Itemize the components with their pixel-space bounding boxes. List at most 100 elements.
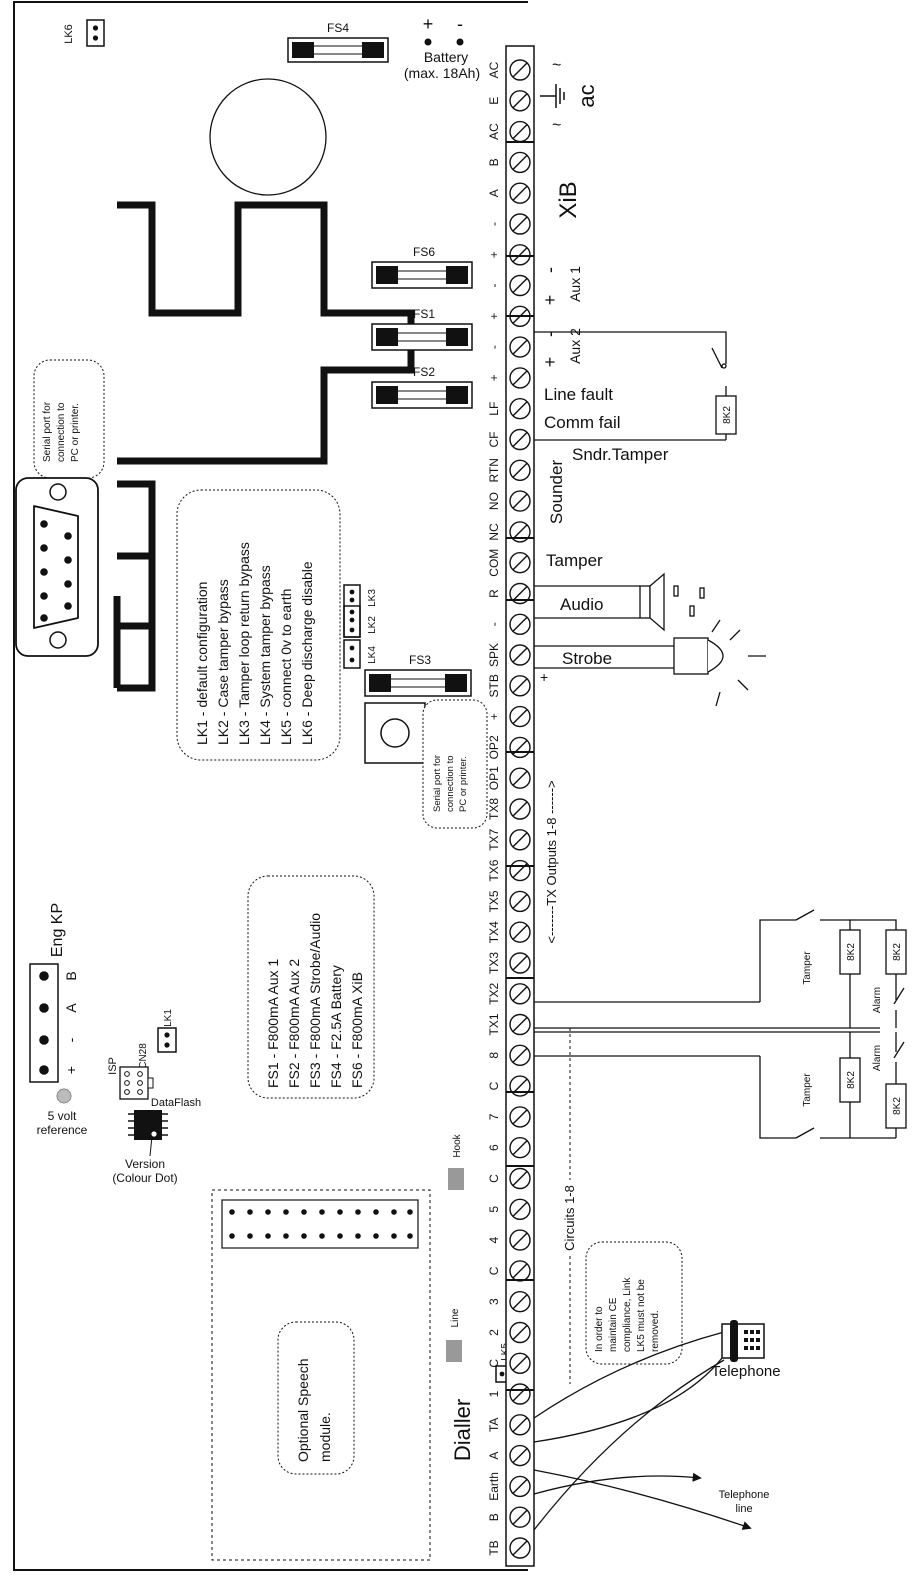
aux2-minus: - bbox=[540, 331, 560, 337]
fs-legend-2: FS2 - F800mA Aux 2 bbox=[286, 959, 302, 1088]
terminal-screw-icon bbox=[509, 1106, 531, 1128]
eng-kp-pin-b: B bbox=[63, 971, 79, 980]
line-label: Line bbox=[450, 1308, 461, 1327]
speech-module: Optional Speech module. bbox=[211, 1189, 431, 1561]
terminal-label: 4 bbox=[487, 1236, 501, 1243]
eng-kp-pin-minus: - bbox=[63, 1037, 79, 1042]
terminal-screw-icon bbox=[509, 921, 531, 943]
reference-label-1: 5 volt bbox=[48, 1109, 77, 1123]
terminal-screw-icon bbox=[509, 767, 531, 789]
lk3-label: LK3 bbox=[367, 589, 378, 607]
terminal-screw-icon bbox=[509, 1537, 531, 1559]
ce-note-line1: In order to bbox=[594, 1306, 605, 1352]
serial-note-mid-line3: PC or printer. bbox=[458, 756, 469, 812]
aux2-plus: + bbox=[540, 357, 560, 368]
ac-tilde-bottom: ~ bbox=[552, 117, 561, 134]
comm-fail-label: Comm fail bbox=[544, 413, 621, 432]
version-label: Version bbox=[125, 1157, 165, 1171]
telephone-wiring bbox=[533, 1331, 752, 1531]
zone-resistor-1-label: 8K2 bbox=[846, 943, 857, 961]
xib-label: XiB bbox=[555, 181, 582, 218]
fs-legend-4: FS4 - F2.5A Battery bbox=[328, 965, 344, 1088]
zone-alarm-label-2: Alarm bbox=[872, 1045, 883, 1071]
terminal-label: + bbox=[487, 713, 501, 720]
terminal-label: TX4 bbox=[487, 921, 501, 943]
fuse-fs6: FS6 bbox=[371, 245, 473, 289]
fuse-fs3: FS3 bbox=[364, 653, 472, 697]
aux1-minus: - bbox=[540, 267, 560, 273]
transformer-winding-lower bbox=[113, 480, 156, 692]
terminal-screw-icon bbox=[509, 182, 531, 204]
strobe-label: Strobe bbox=[562, 649, 612, 668]
sounder-tamper-resistor-label: 8K2 bbox=[722, 406, 733, 424]
terminal-screw-icon bbox=[509, 675, 531, 697]
ce-note-line4: LK5 must not be bbox=[636, 1279, 647, 1352]
hook-indicator: Hook bbox=[448, 1133, 464, 1190]
fuse-fs2: FS2 bbox=[371, 365, 473, 409]
lk-legend-2: LK2 - Case tamper bypass bbox=[215, 579, 231, 745]
terminal-screw-icon bbox=[509, 490, 531, 512]
aux1-label: Aux 1 bbox=[567, 266, 583, 302]
terminal-screw-icon bbox=[509, 59, 531, 81]
terminal-label: SPK bbox=[487, 643, 501, 667]
zone-tamper-label-2: Tamper bbox=[802, 1073, 813, 1107]
dataflash-chip: DataFlash Version (Colour Dot) bbox=[112, 1097, 201, 1185]
zone-wiring bbox=[534, 909, 907, 1139]
line-indicator: Line bbox=[446, 1308, 462, 1362]
terminal-screw-icon bbox=[509, 1198, 531, 1221]
lk1-label: LK1 bbox=[163, 1009, 174, 1027]
serial-note-top-line1: Serial port for bbox=[42, 401, 53, 462]
terminal-label: R bbox=[487, 589, 501, 598]
terminal-label: C bbox=[487, 1266, 501, 1275]
speaker-icon bbox=[534, 572, 705, 632]
telephone-line-label-2: line bbox=[735, 1503, 752, 1515]
terminal-label: TX7 bbox=[487, 828, 501, 850]
eng-kp-pin-a: A bbox=[63, 1003, 79, 1013]
fs-legend-3: FS3 - F800mA Strobe/Audio bbox=[307, 913, 323, 1088]
terminal-screw-icon bbox=[509, 983, 531, 1005]
terminal-label: TB bbox=[487, 1540, 501, 1555]
terminal-label: - bbox=[487, 622, 501, 626]
terminal-label: C bbox=[487, 1359, 501, 1368]
terminal-label: NC bbox=[487, 523, 501, 541]
tx-outputs-label: <-------TX Outputs 1-8 ------> bbox=[544, 780, 559, 943]
terminal-label: B bbox=[487, 1513, 501, 1521]
circuits-label: Circuits 1-8 bbox=[562, 1185, 577, 1251]
reference-led bbox=[56, 1088, 72, 1104]
transformer-winding-upper bbox=[117, 201, 415, 465]
isp-label: ISP bbox=[107, 1057, 119, 1075]
speech-label-2: module. bbox=[317, 1412, 333, 1462]
tamper-label: Tamper bbox=[546, 551, 603, 570]
terminal-label: C bbox=[487, 1174, 501, 1183]
zone-resistor-4-label: 8K2 bbox=[892, 1097, 903, 1115]
terminal-label: AC bbox=[487, 123, 501, 140]
serial-note-mid-line2: connection to bbox=[445, 755, 456, 812]
terminal-screw-icon bbox=[509, 120, 531, 143]
terminal-label: TX8 bbox=[487, 798, 501, 820]
terminal-label: AC bbox=[487, 61, 501, 78]
terminal-screw-icon bbox=[509, 336, 531, 358]
lk-legend-1: LK1 - default configuration bbox=[194, 582, 210, 745]
eng-kp-connector: Eng KP + - A B 5 volt reference bbox=[29, 903, 88, 1137]
fs-legend-5: FS6 - F800mA XiB bbox=[349, 972, 365, 1088]
terminal-screw-icon bbox=[509, 829, 531, 851]
sndr-tamper-label: Sndr.Tamper bbox=[572, 445, 669, 464]
terminal-label: STB bbox=[487, 674, 501, 697]
telephone-line-label-1: Telephone bbox=[719, 1489, 770, 1501]
ac-label: ac bbox=[574, 84, 599, 107]
terminal-screw-icon bbox=[509, 274, 531, 297]
terminal-block: ACEACBA-+-+-+LFCFRTNNONCCOMR-SPKSTB+OP2O… bbox=[487, 45, 535, 1567]
terminal-screw-icon bbox=[509, 952, 531, 974]
battery-terminals: + - Battery (max. 18Ah) bbox=[404, 14, 480, 81]
fuse-fs1: FS1 bbox=[371, 307, 473, 351]
zone-resistor-3-label: 8K2 bbox=[846, 1071, 857, 1089]
battery-label: Battery bbox=[424, 49, 468, 65]
terminal-screw-icon bbox=[509, 213, 531, 235]
terminal-screw-icon bbox=[509, 798, 531, 820]
serial-note-mid-line1: Serial port for bbox=[432, 755, 443, 812]
ac-tilde-top: ~ bbox=[552, 57, 561, 74]
dataflash-label: DataFlash bbox=[151, 1097, 201, 1109]
fuse-legend: FS1 - F800mA Aux 1 FS2 - F800mA Aux 2 FS… bbox=[247, 875, 375, 1099]
terminal-screw-icon bbox=[509, 1075, 531, 1097]
terminal-screw-icon bbox=[509, 582, 531, 605]
